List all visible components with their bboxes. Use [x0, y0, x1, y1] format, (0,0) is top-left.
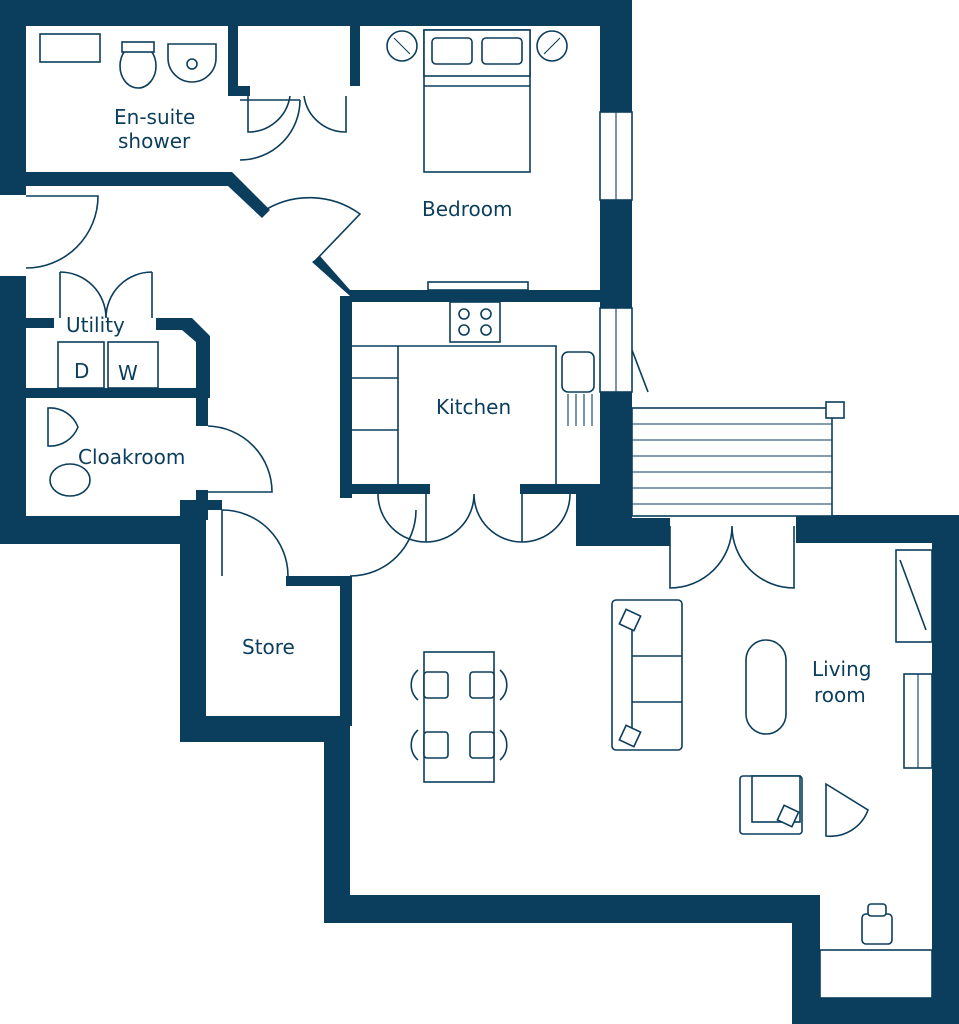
balcony-post: [825, 401, 845, 419]
wall-kitchen-left: [340, 296, 352, 498]
wall-store-top-right: [286, 576, 350, 586]
wall-top: [0, 0, 632, 26]
wall-living-bottom: [324, 895, 820, 923]
kitchen-sink: [561, 351, 595, 393]
wall-utility-bottom: [26, 388, 210, 398]
door-store: [221, 509, 289, 577]
wall-wardrobe-bottom: [228, 86, 250, 96]
door-kitchen: [377, 493, 571, 543]
door-ensuite: [239, 99, 301, 161]
wall-utility-top-stub: [26, 318, 54, 328]
door-balcony: [669, 525, 795, 589]
sofa: [611, 599, 683, 751]
ensuite-fixtures: [39, 33, 217, 89]
washing-machine: [107, 341, 159, 389]
window-nook: [819, 949, 933, 999]
door-bedroom: [261, 196, 362, 263]
kitchen-units-left: [352, 377, 398, 431]
wall-left-lower: [0, 276, 26, 544]
side-table: [825, 782, 869, 838]
living-label-line2: room: [814, 683, 866, 707]
wall-ensuite-bedroom: [350, 26, 360, 86]
wall-living-top-left: [576, 518, 670, 546]
wall-bedroom-kitchen: [312, 256, 600, 302]
tv-icon: [899, 559, 927, 631]
wall-left-upper: [0, 0, 26, 195]
room-labels: En-suite shower Bedroom Utility Cloakroo…: [66, 105, 871, 707]
kitchen-label: Kitchen: [436, 395, 511, 419]
sofa-cushion-bottom: [618, 724, 642, 748]
wall-store-bottom: [180, 716, 350, 742]
shower-tray: [39, 33, 101, 63]
wall-utility-right: [156, 318, 210, 396]
kitchen-fixtures: [352, 301, 595, 484]
doors: [25, 95, 795, 589]
pillow-right: [481, 37, 523, 65]
wall-store-right: [340, 576, 352, 726]
balcony-slats: [632, 423, 832, 505]
door-entrance: [25, 195, 99, 269]
wall-cloakroom-right: [196, 396, 208, 426]
store-label: Store: [242, 635, 295, 659]
cloakroom-basin-icon: [47, 407, 79, 447]
door-wardrobe: [247, 95, 347, 133]
bedroom-radiator: [427, 281, 529, 291]
wall-store-left: [180, 500, 206, 742]
ensuite-label-line1: En-suite: [114, 105, 195, 129]
living-label-line1: Living: [812, 657, 871, 681]
cloakroom-toilet-icon: [49, 463, 91, 497]
dishwasher: [57, 341, 105, 389]
bedroom-fixtures: [386, 29, 568, 291]
sofa-cushion-top: [618, 608, 642, 632]
door-utility: [59, 271, 153, 319]
armchair-cushion: [776, 804, 800, 828]
wall-living-top-right: [796, 515, 959, 543]
wall-living-right: [932, 515, 959, 1024]
kitchen-drainer: [567, 394, 593, 426]
coffee-table: [745, 639, 787, 735]
kitchen-counter: [352, 345, 557, 484]
wall-bedroom-right-lower: [600, 200, 632, 308]
ensuite-label-line2: shower: [118, 129, 191, 153]
study-chair-icon: [861, 913, 893, 945]
windows: [599, 111, 933, 999]
balcony: [631, 401, 845, 517]
wall-kitchen-bottom-left: [340, 484, 430, 494]
cloakroom-label: Cloakroom: [78, 445, 185, 469]
wall-cloakroom-bottom: [0, 516, 205, 544]
wall-living-left: [324, 716, 350, 922]
wall-ensuite-bottom: [26, 172, 270, 218]
balcony-deck: [631, 407, 833, 517]
toilet-cistern: [121, 41, 155, 53]
door-living: [349, 509, 417, 577]
living-fixtures: [410, 549, 933, 945]
wall-cloakroom-right-lower: [196, 490, 208, 520]
wall-nook-bottom: [792, 998, 959, 1024]
door-cloakroom: [207, 425, 273, 493]
utility-fixtures: D W: [57, 341, 159, 389]
wall-kitchen-bottom-right: [520, 484, 600, 494]
dishwasher-label: D: [74, 359, 89, 383]
door-kitchen-window: [631, 349, 649, 393]
cloakroom-fixtures: [47, 407, 91, 497]
bedroom-label: Bedroom: [422, 197, 512, 221]
dining-chairs: [410, 669, 508, 761]
wall-store-top: [206, 500, 222, 510]
hob: [449, 301, 501, 343]
washer-label: W: [118, 361, 138, 385]
pillow-left: [431, 37, 473, 65]
wall-bedroom-right: [600, 0, 632, 112]
utility-label: Utility: [66, 313, 125, 337]
wall-wardrobe: [228, 26, 238, 96]
